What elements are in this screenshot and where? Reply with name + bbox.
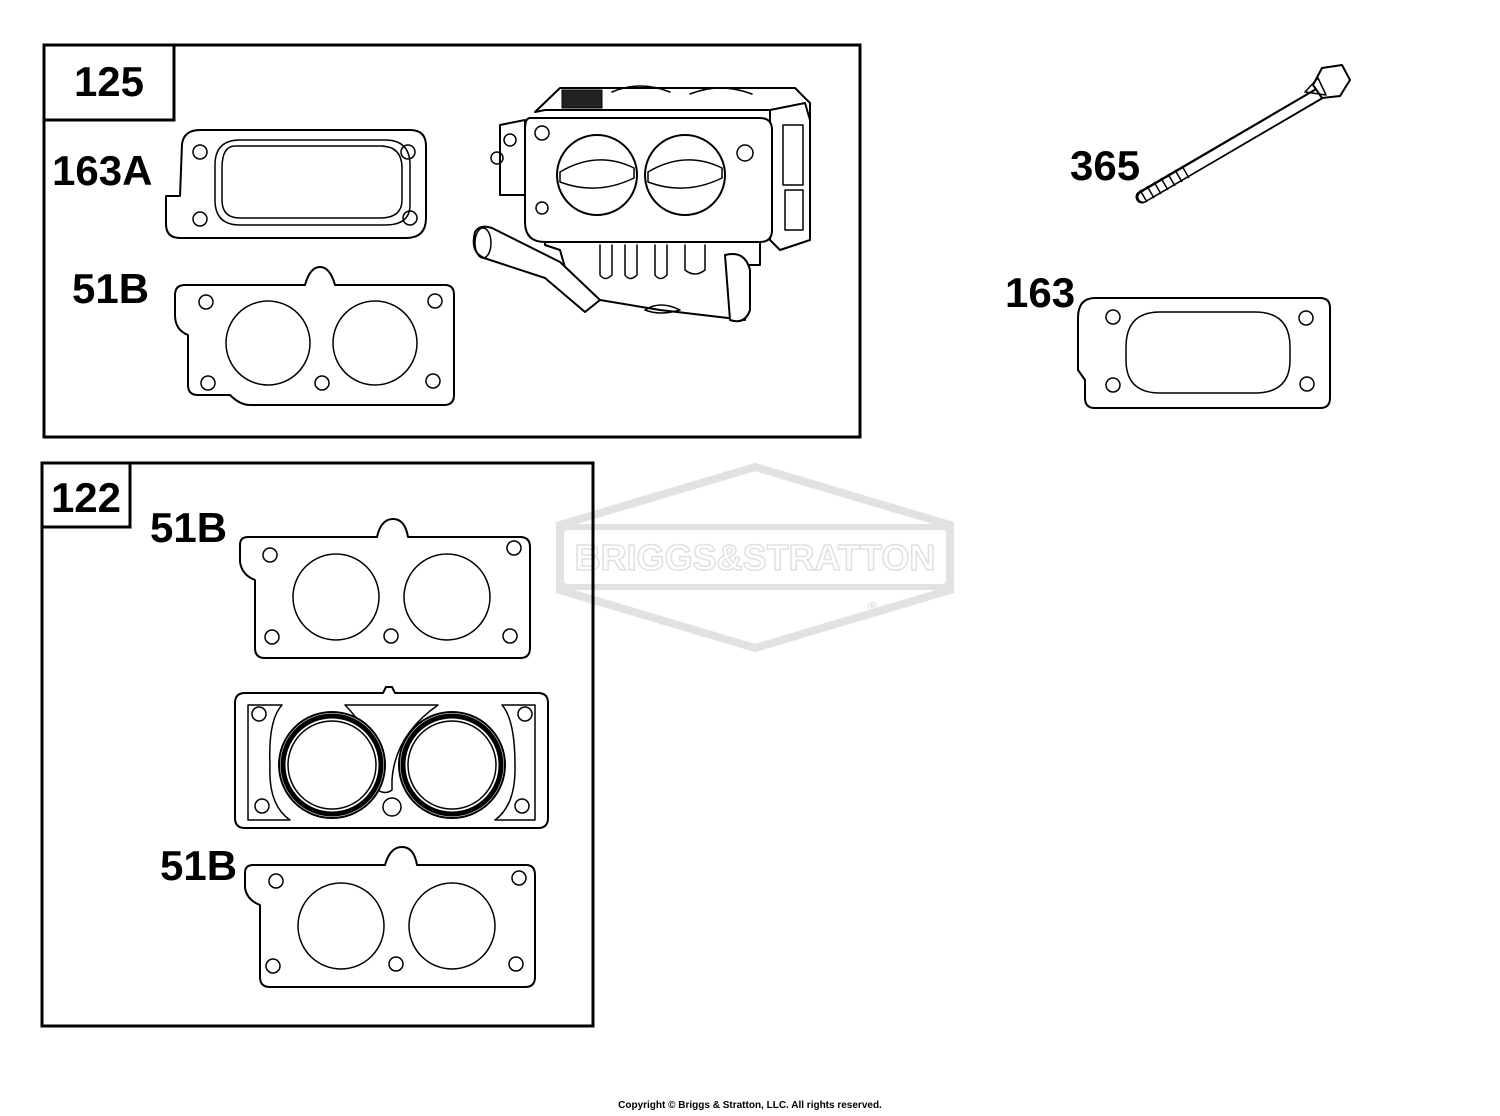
kit-122-box: 122 <box>40 461 595 1028</box>
kit-122-number: 122 <box>51 474 121 521</box>
kit-125-number: 125 <box>74 58 144 105</box>
callout-365: 365 <box>1070 142 1140 189</box>
watermark-brand-text: BRIGGS&STRATTON <box>575 537 936 578</box>
gasket-163[interactable] <box>1077 297 1331 409</box>
kit-125-box: 125 <box>42 43 862 439</box>
gasket-51b-kit-122-top[interactable] <box>239 518 531 659</box>
bolt-365[interactable] <box>1135 64 1351 204</box>
copyright-notice: Copyright © Briggs & Stratton, LLC. All … <box>618 1100 882 1111</box>
gasket-51b-kit-122-bottom[interactable] <box>244 846 536 988</box>
callout-51b-kit-122-bottom: 51B <box>160 842 237 889</box>
callout-163a: 163A <box>52 147 152 194</box>
callout-51b-kit-122-top: 51B <box>150 504 227 551</box>
callout-163: 163 <box>1005 269 1075 316</box>
callout-51b-kit-125: 51B <box>72 265 149 312</box>
gasket-51b-kit-125[interactable] <box>174 266 455 406</box>
gasket-163a[interactable] <box>165 129 427 239</box>
intake-spacer-gasket[interactable] <box>234 686 549 829</box>
throttle-body-assembly[interactable] <box>472 85 811 323</box>
briggs-stratton-watermark: BRIGGS&STRATTON ® <box>556 462 954 653</box>
watermark-registered-mark: ® <box>868 599 877 613</box>
